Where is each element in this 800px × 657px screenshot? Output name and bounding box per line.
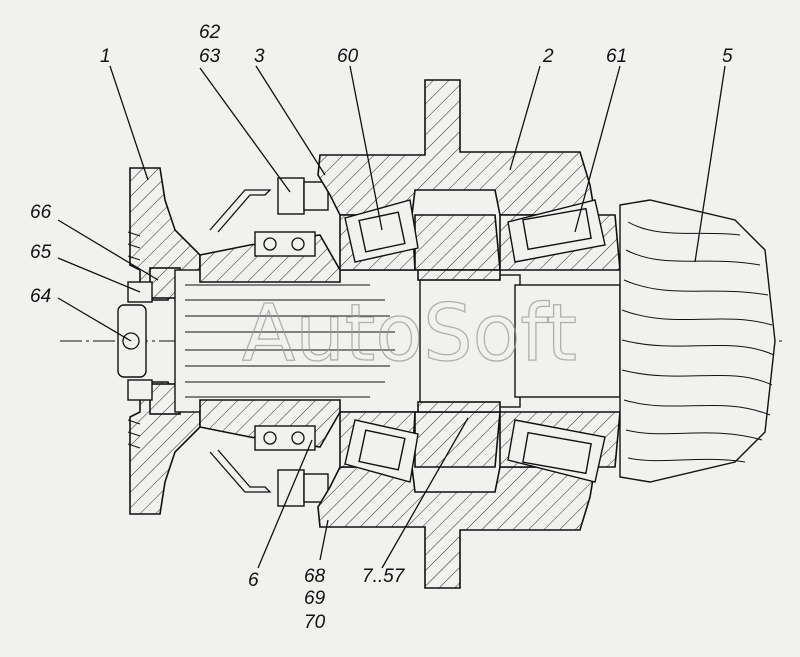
callout-label-64: 64 xyxy=(30,286,51,307)
callout-label-62: 62 xyxy=(199,22,221,43)
callout-label-65: 65 xyxy=(30,242,52,263)
callout-label-63: 63 xyxy=(199,46,221,67)
bevel-pinion-part-5 xyxy=(619,199,776,483)
flange-part-1 xyxy=(127,167,201,515)
callout-label-68: 68 xyxy=(304,566,326,587)
callout-label-1: 1 xyxy=(100,46,111,67)
taper-bearing-part-61 xyxy=(507,199,606,483)
spacer-part-757 xyxy=(417,269,501,413)
cotter-pin-part-64 xyxy=(117,304,147,378)
oil-seal-part-6 xyxy=(254,231,316,451)
callout-label-66: 66 xyxy=(30,202,52,223)
bolt-part-62 xyxy=(277,177,329,507)
watermark-text: AutoSoft xyxy=(242,289,577,379)
callout-label-61: 61 xyxy=(606,46,627,67)
callout-label-60: 60 xyxy=(337,46,359,67)
callout-label-757: 7..57 xyxy=(362,566,406,587)
callout-label-69: 69 xyxy=(304,588,326,609)
callout-label-70: 70 xyxy=(304,612,326,633)
callout-label-5: 5 xyxy=(722,46,733,67)
callout-label-6: 6 xyxy=(248,570,259,591)
leader-lines xyxy=(57,65,726,569)
taper-bearing-part-60 xyxy=(344,199,419,483)
callout-label-2: 2 xyxy=(542,46,554,67)
pinion-shaft xyxy=(174,269,621,413)
callout-label-3: 3 xyxy=(254,46,265,67)
